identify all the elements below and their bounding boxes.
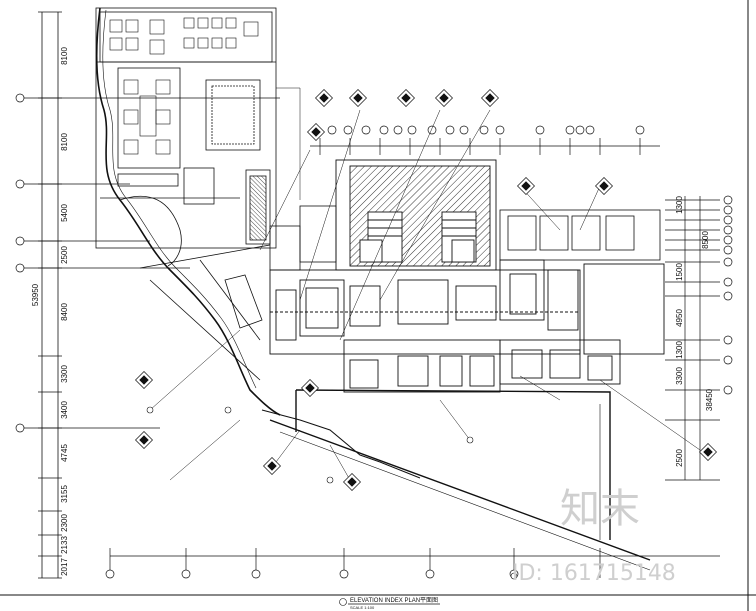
dim-left-7: 3400 bbox=[60, 401, 69, 419]
plan-title: ELEVATION INDEX PLAN bbox=[350, 598, 420, 604]
marker-13 bbox=[301, 379, 319, 397]
curved-facade bbox=[95, 7, 281, 416]
plan-title-suffix: 平面图 bbox=[420, 597, 438, 604]
dim-right-7: 2500 bbox=[675, 449, 684, 467]
dim-right-3: 8500 bbox=[701, 231, 710, 249]
marker-3 bbox=[397, 89, 415, 107]
diagonal-markers bbox=[146, 406, 518, 580]
lobby-block bbox=[95, 7, 277, 249]
marker-8 bbox=[135, 371, 153, 389]
marker-7 bbox=[595, 177, 613, 195]
dim-right-overall: 38450 bbox=[705, 388, 714, 411]
dim-left-2: 8100 bbox=[60, 133, 69, 151]
watermark: 知末 ID: 161715148 bbox=[512, 486, 676, 586]
dim-left-overall: 53950 bbox=[31, 283, 40, 306]
plan-subtitle: SCALE 1:100 bbox=[350, 605, 375, 610]
watermark-logo: 知末 bbox=[560, 486, 640, 532]
dim-right-2: 1500 bbox=[675, 263, 684, 281]
elevation-markers bbox=[135, 89, 717, 491]
dim-left-12: 2017 bbox=[60, 558, 69, 576]
left-dimension-chain bbox=[38, 11, 62, 579]
leader-lines bbox=[149, 87, 701, 481]
marker-9 bbox=[135, 431, 153, 449]
title-block: ELEVATION INDEX PLAN 平面图 SCALE 1:100 bbox=[339, 597, 440, 610]
dim-left-10: 2300 bbox=[60, 514, 69, 532]
dim-left-3: 5400 bbox=[60, 204, 69, 222]
marker-14 bbox=[307, 123, 325, 141]
dim-right-1: 1300 bbox=[675, 196, 684, 214]
dim-left-6: 3300 bbox=[60, 365, 69, 383]
diagonal-wing bbox=[139, 244, 651, 571]
marker-1 bbox=[315, 89, 333, 107]
dim-left-4: 2500 bbox=[60, 246, 69, 264]
left-dimension-texts: 8100 8100 5400 2500 8400 3300 3400 4745 … bbox=[31, 47, 69, 576]
watermark-id: ID: 161715148 bbox=[512, 561, 676, 586]
dim-left-8: 4745 bbox=[60, 444, 69, 462]
marker-12 bbox=[699, 443, 717, 461]
dim-right-5: 1300 bbox=[675, 341, 684, 359]
marker-2 bbox=[349, 89, 367, 107]
marker-5 bbox=[481, 89, 499, 107]
marker-10 bbox=[263, 457, 281, 475]
marker-11 bbox=[343, 473, 361, 491]
top-grid-axes bbox=[310, 125, 660, 155]
tower-core bbox=[335, 159, 497, 271]
title-bubble bbox=[339, 598, 347, 606]
right-service-block bbox=[269, 205, 661, 271]
left-grid-axes bbox=[15, 93, 280, 433]
marker-6 bbox=[517, 177, 535, 195]
dim-left-1: 8100 bbox=[60, 47, 69, 65]
dim-right-4: 4950 bbox=[675, 309, 684, 327]
dim-left-5: 8400 bbox=[60, 303, 69, 321]
right-dimension-chain bbox=[665, 195, 733, 481]
marker-4 bbox=[435, 89, 453, 107]
right-dimension-texts: 1300 1500 8500 4950 1300 3300 2500 38450 bbox=[675, 196, 714, 467]
lower-office-strip bbox=[343, 339, 621, 393]
lobby-furniture bbox=[109, 17, 259, 155]
dim-left-11: 2133 bbox=[60, 536, 69, 554]
open-hall bbox=[295, 389, 611, 540]
dim-right-6: 3300 bbox=[675, 367, 684, 385]
dim-left-9: 3155 bbox=[60, 485, 69, 503]
